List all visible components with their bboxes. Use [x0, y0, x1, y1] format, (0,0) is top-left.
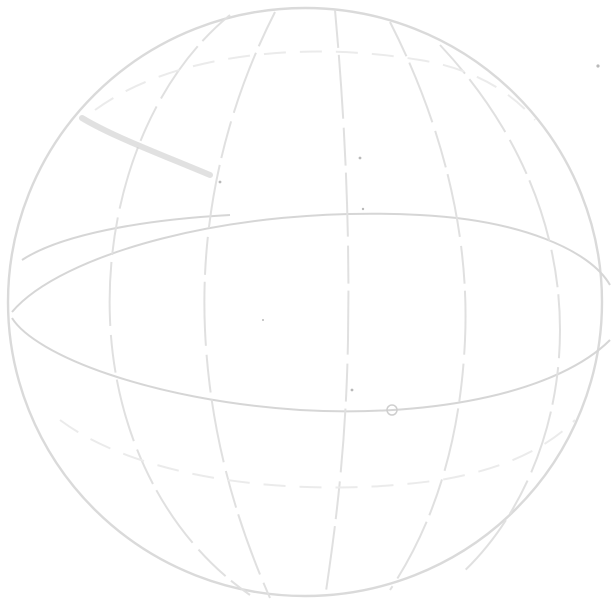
- speck-dot: [262, 319, 264, 321]
- speck-dot: [359, 157, 362, 160]
- latitude-band-lower: [12, 318, 610, 411]
- meridian-4: [390, 22, 466, 590]
- polar-cap-top: [95, 52, 535, 120]
- meridian-1: [110, 15, 250, 595]
- meridian-2: [204, 12, 275, 598]
- latitude-band-upper: [12, 214, 610, 312]
- latitude-arc-left: [22, 215, 230, 260]
- polar-cap-bottom: [60, 420, 575, 488]
- speck-dot: [219, 181, 222, 184]
- speck-dot: [596, 64, 599, 67]
- meridian-3: [325, 10, 348, 598]
- speck-dot: [362, 208, 364, 210]
- speck-dot: [351, 389, 354, 392]
